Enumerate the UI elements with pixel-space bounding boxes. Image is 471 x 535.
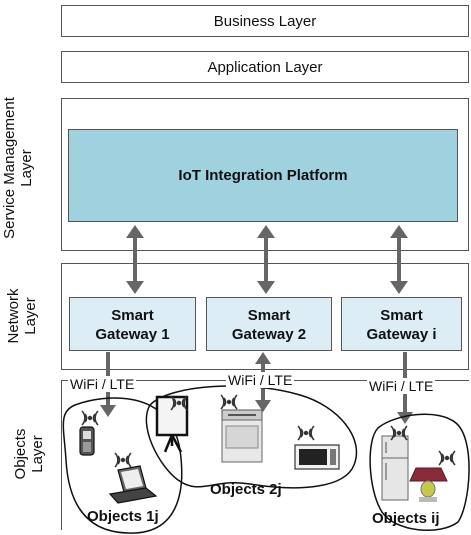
objects-ij-label: Objects ij [372, 510, 440, 527]
objects-ij-outline [369, 413, 470, 532]
objects-1j-label: Objects 1j [87, 508, 159, 525]
link-label-1: WiFi / LTE [68, 376, 137, 392]
business-layer: Business Layer [61, 5, 469, 37]
wireless-signal-icon [297, 425, 315, 441]
gateway-1-line1: Smart [111, 307, 154, 324]
arrow-platform-gateway-i [390, 225, 408, 294]
smart-gateway-2: Smart Gateway 2 [206, 297, 332, 351]
application-layer: Application Layer [61, 51, 469, 83]
fridge-icon [381, 435, 409, 501]
objects-2j-label: Objects 2j [210, 481, 282, 498]
smart-gateway-1: Smart Gateway 1 [69, 297, 196, 351]
application-layer-label: Application Layer [207, 59, 323, 76]
link-label-i: WiFi / LTE [367, 378, 436, 394]
platform-label: IoT Integration Platform [178, 167, 348, 184]
gateway-1-line2: Gateway 1 [95, 326, 170, 343]
smart-gateway-i: Smart Gateway i [341, 297, 462, 351]
gateway-i-line2: Gateway i [366, 326, 437, 343]
gateway-2-line2: Gateway 2 [231, 326, 307, 343]
wireless-signal-icon [81, 410, 99, 426]
stove-icon [221, 409, 263, 463]
laptop-icon [108, 465, 158, 504]
lamp-icon [409, 467, 448, 502]
phone-icon [79, 426, 95, 456]
wireless-signal-icon [438, 450, 456, 466]
arrow-platform-gateway-1 [126, 225, 144, 294]
iot-integration-platform: IoT Integration Platform [68, 129, 458, 222]
link-label-2: WiFi / LTE [226, 372, 295, 388]
gateway-i-line1: Smart [380, 307, 423, 324]
wireless-signal-icon [114, 452, 132, 468]
arrow-platform-gateway-2 [257, 225, 275, 294]
gateway-2-line1: Smart [247, 307, 291, 324]
wireless-signal-icon [220, 394, 238, 410]
business-layer-label: Business Layer [213, 13, 317, 30]
microwave-icon [294, 444, 340, 470]
